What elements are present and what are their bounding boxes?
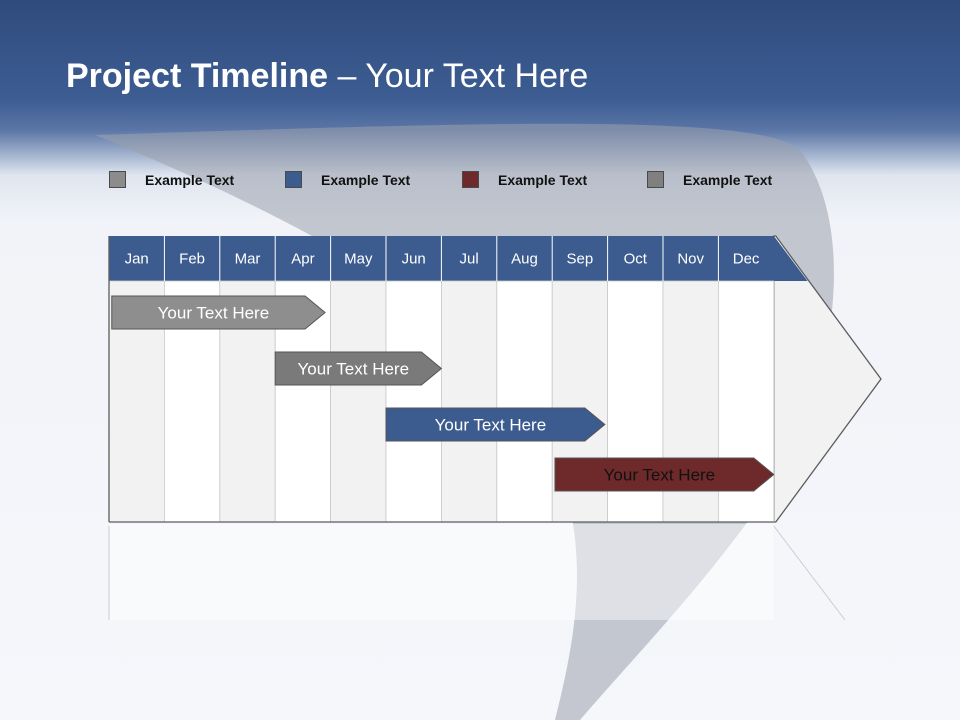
month-label: Apr (291, 251, 314, 268)
task-bar (111, 295, 326, 330)
month-column (385, 280, 442, 523)
month-label: Oct (624, 251, 648, 268)
month-column (496, 280, 553, 523)
legend-label: Example Text (321, 171, 411, 188)
legend-swatch (647, 171, 664, 188)
legend-label: Example Text (683, 171, 773, 188)
month-label: Nov (677, 251, 704, 268)
legend: Example Text Example Text Example Text Exam… (0, 171, 960, 193)
task-bar-label: Your Text Here (158, 304, 270, 323)
title-bold: Project Timeline (66, 57, 329, 95)
month-label: Jul (460, 251, 479, 268)
page-title: Project Timeline – Your Text Here (66, 57, 589, 95)
legend-label: Example Text (145, 171, 235, 188)
task-bar (554, 457, 775, 492)
legend-item: Example Text (109, 171, 234, 188)
legend-swatch (285, 171, 302, 188)
month-label: May (344, 251, 373, 268)
timeline-reflection (109, 524, 774, 620)
month-label: Jun (402, 251, 426, 268)
reflection-edge (773, 525, 846, 621)
legend-item: Example Text (285, 171, 410, 188)
timeline-header (109, 236, 808, 281)
task-bar-label: Your Text Here (435, 416, 547, 435)
legend-label: Example Text (498, 171, 588, 188)
legend-swatch (109, 171, 126, 188)
month-label: Aug (511, 251, 538, 268)
month-label: Sep (567, 251, 594, 268)
legend-item: Example Text (462, 171, 587, 188)
task-bar-label: Your Text Here (604, 466, 716, 485)
task-bar (385, 407, 606, 442)
month-label: Feb (179, 251, 205, 268)
task-bar-label: Your Text Here (298, 360, 410, 379)
month-label: Dec (733, 251, 760, 268)
month-label: Mar (235, 251, 261, 268)
title-rest: – Your Text Here (328, 57, 589, 95)
legend-item: Example Text (647, 171, 772, 188)
month-label: Jan (125, 251, 149, 268)
month-column (440, 280, 498, 523)
month-column (330, 280, 387, 523)
legend-swatch (462, 171, 479, 188)
task-bar (274, 351, 443, 386)
